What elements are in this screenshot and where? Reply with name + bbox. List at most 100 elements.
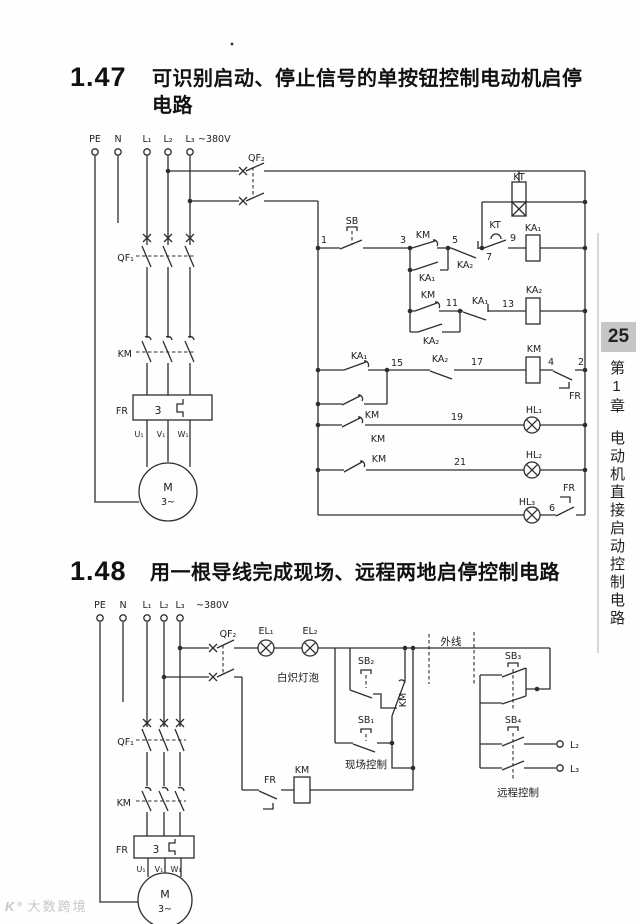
note-incandescent: 白炽灯泡 (277, 671, 319, 684)
label-l1-2: L₁ (142, 600, 151, 611)
chapter-sidebar: 第1章电动机直接启动控制电路 (606, 360, 627, 660)
label-n: N (114, 134, 121, 145)
label-ka2-coil: KA₂ (526, 285, 543, 296)
label-kt-coil: KT (513, 172, 524, 183)
label-fr-bottom: FR (563, 483, 575, 494)
label-voltage: ~380V (198, 134, 231, 145)
wire-19: 19 (451, 412, 463, 423)
section-148-title: 用一根导线完成现场、远程两地启停控制电路 (150, 562, 560, 584)
label-el2: EL₂ (302, 626, 317, 637)
section-147-title-line1: 可识别启动、停止信号的单按钮控制电动机启停 (152, 68, 583, 90)
label-fr-148: FR (264, 775, 276, 786)
label-qf2-2: QF₂ (220, 629, 237, 640)
wire-9: 9 (510, 233, 516, 244)
labels-147: PE N L₁ L₂ L₃ ~380V QF₂ QF₁ KM FR 3 U₁ V… (89, 134, 584, 514)
label-l3: L₃ (185, 134, 194, 145)
diagram-1-48: PE N L₁ L₂ L₃ ~380V QF₂ EL₁ EL₂ 白炽灯泡 SB₂… (94, 600, 579, 924)
wire-1: 1 (321, 235, 327, 246)
section-148-number: 1.48 (70, 556, 127, 586)
wires-148 (99, 622, 556, 924)
wire-13: 13 (502, 299, 514, 310)
label-v1: V₁ (157, 430, 166, 439)
wire-7: 7 (486, 252, 492, 263)
ink-speck (230, 42, 234, 46)
label-l2: L₂ (163, 134, 172, 145)
label-sb1: SB₁ (358, 715, 375, 726)
section-147-title: 可识别启动、停止信号的单按钮控制电动机启停 电路 (152, 66, 612, 120)
label-ka1-coil: KA₁ (525, 223, 542, 234)
label-km-main-2: KM (117, 798, 131, 809)
label-l1: L₁ (142, 134, 151, 145)
label-km-r1: KM (416, 230, 430, 241)
label-u1-2: U₁ (136, 865, 145, 874)
label-km-main: KM (118, 349, 132, 360)
label-ka1-r3: KA₁ (351, 351, 368, 362)
label-km-coil: KM (527, 344, 541, 355)
label-l2-2: L₂ (159, 600, 168, 611)
label-qf2: QF₂ (248, 153, 265, 164)
wire-15: 15 (391, 358, 403, 369)
label-motor-2: M (160, 888, 170, 901)
label-ka2-par: KA₂ (423, 336, 440, 347)
watermark: K°大数跨境 (5, 896, 88, 915)
label-qf1-2: QF₁ (117, 737, 134, 748)
label-w1: W₁ (177, 430, 188, 439)
label-hl2: HL₂ (526, 450, 542, 461)
wires-147 (94, 156, 586, 522)
label-fr-r3: FR (569, 391, 581, 402)
label-ka2-r1: KA₂ (457, 260, 474, 271)
watermark-text: 大数跨境 (27, 899, 88, 914)
label-voltage-2: ~380V (196, 600, 229, 611)
label-km-r5: KM (372, 454, 386, 465)
label-qf1: QF₁ (117, 253, 134, 264)
label-km-aux: KM (398, 693, 409, 707)
label-pe: PE (89, 134, 101, 145)
label-sb2: SB₂ (358, 656, 375, 667)
label-km-r4: KM (371, 434, 385, 445)
label-el1: EL₁ (258, 626, 273, 637)
label-hl3: HL₃ (519, 497, 535, 508)
label-u1: U₁ (134, 430, 143, 439)
diagram-1-47: PE N L₁ L₂ L₃ ~380V QF₂ QF₁ KM FR 3 U₁ V… (89, 134, 588, 524)
section-147-title-line2: 电路 (152, 95, 193, 117)
label-fr-3: 3 (155, 404, 162, 417)
section-147-number: 1.47 (70, 62, 127, 92)
label-ka1-r2: KA₁ (472, 296, 489, 307)
label-hl1: HL₁ (526, 405, 542, 416)
watermark-logo-icon: K° (5, 899, 24, 914)
label-fr-3-2: 3 (153, 844, 160, 856)
label-km-coil-148: KM (295, 765, 309, 776)
label-fr-box-2: FR (116, 845, 128, 856)
label-sb4: SB₄ (505, 715, 522, 726)
wire-5: 5 (452, 235, 458, 246)
wire-6: 6 (549, 503, 555, 514)
chapter-title: 电动机直接启动控制电路 (608, 430, 625, 628)
label-sb: SB (346, 216, 359, 227)
note-remote-control: 远程控制 (497, 786, 539, 799)
chapter-number: 第1章 (608, 360, 625, 416)
label-l3-2: L₃ (175, 600, 184, 611)
label-ka2-r3: KA₂ (432, 354, 449, 365)
label-kt-contact: KT (489, 220, 500, 231)
label-v1-2: V₁ (155, 865, 164, 874)
labels-148: PE N L₁ L₂ L₃ ~380V QF₂ EL₁ EL₂ 白炽灯泡 SB₂… (94, 600, 579, 915)
page-number-badge: 25 (601, 322, 636, 352)
wire-11: 11 (446, 298, 458, 309)
label-l3-remote: L₃ (570, 764, 579, 775)
label-pe-2: PE (94, 600, 106, 611)
label-motor-phase-2: 3~ (158, 904, 172, 915)
note-local-control: 现场控制 (345, 758, 387, 771)
label-ka1-par: KA₁ (419, 273, 436, 284)
label-motor-phase: 3~ (161, 497, 175, 508)
wire-17: 17 (471, 357, 483, 368)
wire-4: 4 (548, 357, 554, 368)
wire-3: 3 (400, 235, 406, 246)
label-sb3: SB₃ (505, 651, 522, 662)
wire-2: 2 (578, 357, 584, 368)
label-w1-2: W₁ (170, 865, 181, 874)
label-km-r2: KM (421, 290, 435, 301)
wire-21: 21 (454, 457, 466, 468)
note-external-line: 外线 (441, 635, 462, 648)
